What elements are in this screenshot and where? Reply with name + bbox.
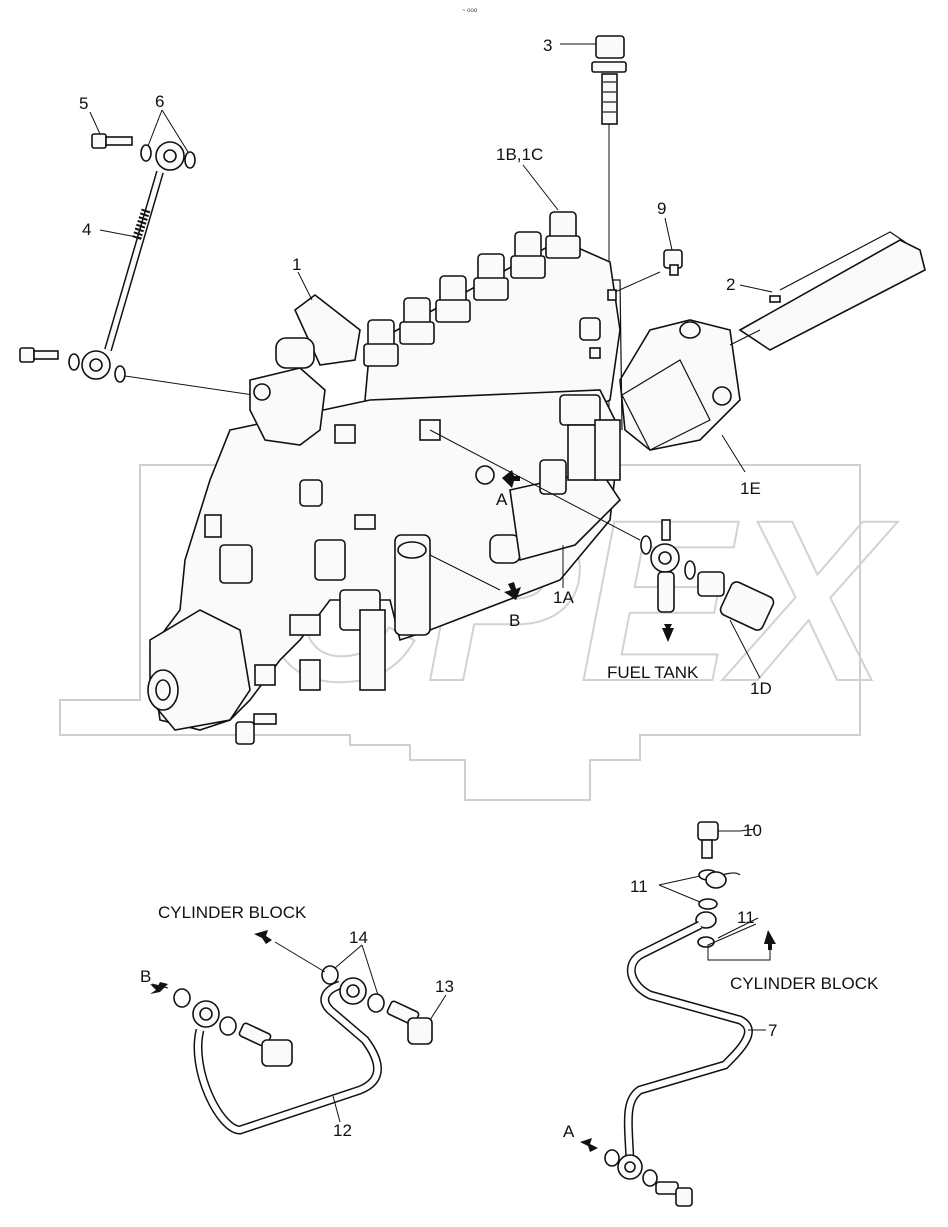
callout-13: 13 [435,977,454,996]
arrow-fuel-tank-icon [662,624,674,642]
callouts: 3 1B,1C 9 2 5 6 4 1 1E A 1A B FUEL TANK … [79,36,879,1141]
header-mark: ~ ooo [462,8,478,14]
plug-9 [614,249,683,293]
callout-9: 9 [657,199,666,218]
callout-5: 5 [79,94,88,113]
callout-11-lower: 11 [737,908,755,927]
lube-pipe-4 [19,133,261,397]
flow-label-a-top: A [496,490,508,509]
flow-label-b-top: B [509,611,520,630]
flow-label-fuel-tank: FUEL TANK [607,663,699,682]
callout-1b-1c: 1B,1C [496,145,543,164]
flow-arrows-main [429,470,674,642]
flow-label-b-left: B [140,967,151,986]
arrow-a-icon [502,470,520,488]
callout-7: 7 [768,1021,777,1040]
flow-label-cylinder-block-right: CYLINDER BLOCK [730,974,879,993]
arrow-b-left-icon [150,982,168,994]
callout-1a: 1A [553,588,574,607]
callout-1: 1 [292,255,301,274]
callout-2: 2 [726,275,735,294]
leader-lines [89,43,773,1123]
callout-14: 14 [349,928,368,947]
injection-pump-body [147,211,741,745]
flow-label-cylinder-block-left: CYLINDER BLOCK [158,903,307,922]
callout-10: 10 [743,821,762,840]
callout-1d: 1D [750,679,772,698]
arrow-a-bottom-icon [580,1138,598,1152]
callout-1e: 1E [740,479,761,498]
eye-bolt-1d [429,429,775,631]
drive-shaft [729,231,926,351]
callout-6: 6 [155,92,164,111]
arrow-b-icon [504,582,521,600]
callout-12: 12 [333,1121,352,1140]
callout-3: 3 [543,36,552,55]
callout-4: 4 [82,220,91,239]
pipe-12 [150,930,433,1135]
pipe-7 [580,821,776,1207]
callout-11-upper: 11 [630,877,648,896]
arrow-cyl-block-left-icon [254,930,272,944]
arrow-cyl-block-right-icon [764,930,776,950]
flow-label-a-bottom: A [563,1122,575,1141]
